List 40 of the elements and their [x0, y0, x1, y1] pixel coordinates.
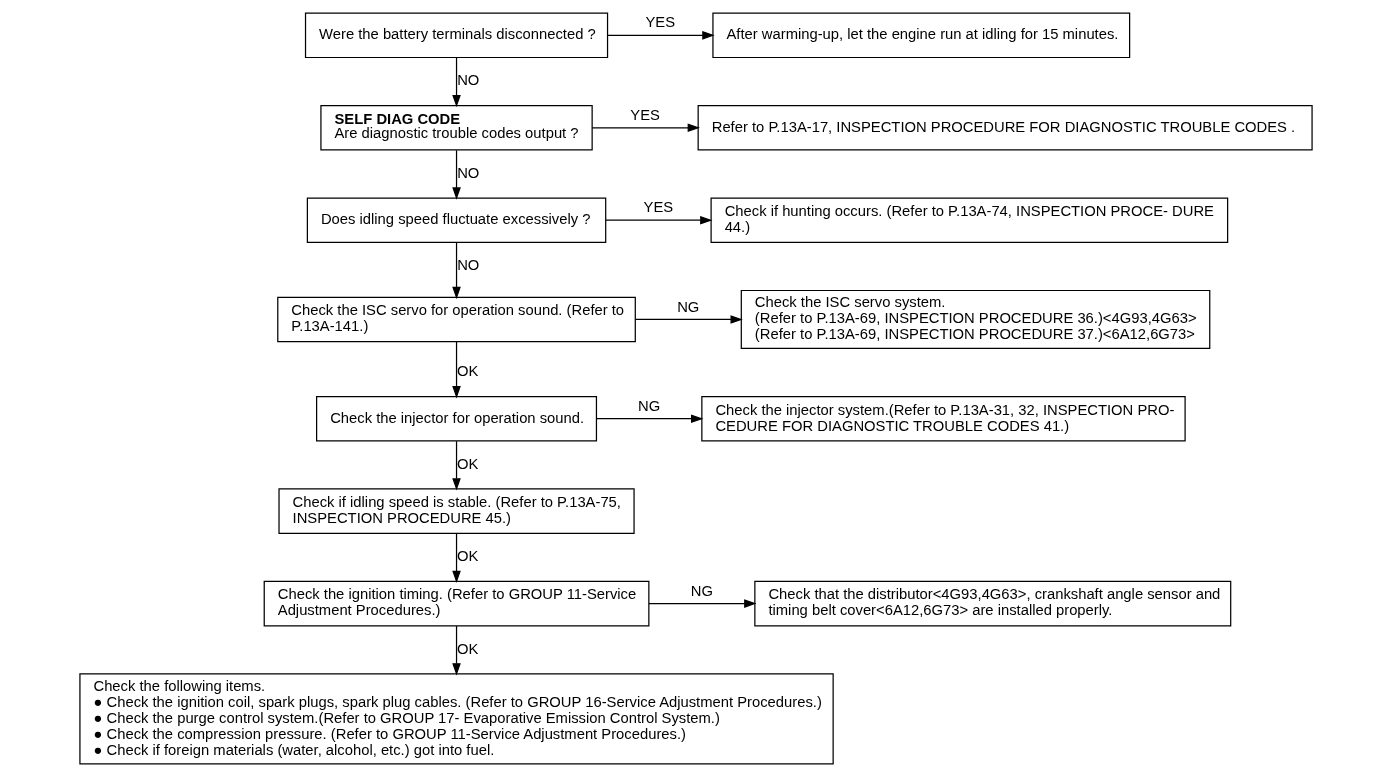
edge-label: OK — [456, 640, 478, 657]
edge-label: OK — [456, 363, 478, 380]
node-box: Does idling speed fluctuate excessively ? — [306, 197, 606, 244]
arrow — [647, 599, 756, 608]
node-box: After warming-up, let the engine run at idling for 15 minutes. — [711, 12, 1130, 59]
arrow — [451, 341, 461, 399]
edge-label: NG — [676, 298, 699, 315]
edge-label: NG — [637, 397, 660, 414]
node-box: Check if hunting occurs. (Refer to P.13A-74, INSPECTION PROCE- DURE 44.) — [710, 197, 1228, 244]
node-box: Check the ignition timing. (Refer to GROUP 11-Service Adjustment Procedures.) — [263, 580, 649, 627]
node-box: Check the ISC servo system. (Refer to P.13A-69, INSPECTION PROCEDURE 36.)<4G93,4G63> (Refer to P.13A-69, INSPECTION PROCEDURE 37.)<6A12,6G73> — [740, 289, 1210, 350]
edge-label: NO — [456, 164, 479, 181]
edge-label: YES — [643, 199, 673, 216]
arrow — [451, 533, 461, 584]
arrow — [451, 57, 461, 108]
edge-label: NG — [690, 582, 713, 599]
arrow — [595, 414, 703, 423]
arrow — [604, 215, 712, 225]
arrow — [451, 149, 461, 200]
node-box: Refer to P.13A-17, INSPECTION PROCEDURE FOR DIAGNOSTIC TROUBLE CODES . — [697, 104, 1313, 151]
node-box: Check if idling speed is stable. (Refer to P.13A-75, INSPECTION PROCEDURE 45.) — [277, 488, 635, 534]
edge-label: OK — [456, 455, 478, 472]
node-box: Check the ISC servo for operation sound. (Refer to P.13A-141.) — [276, 296, 636, 343]
edge-label: NO — [456, 257, 479, 274]
edge-label: NO — [456, 72, 479, 89]
node-box: Check the injector for operation sound. — [315, 395, 597, 442]
node-box: Check the following items. ● Check the ignition coil, spark plugs, spark plug cables. (Refer to GROUP 16-Service Adjustment Procedures.) ● Check the purge control system.(Refer to GROUP 17- Evaporative Emission Control System.) ● Check the compression pressure. (Refer to GROUP 11-Service Adjustment Procedures.) ● Check if foreign materials (water, alcohol, etc.) got into fuel. — [78, 673, 834, 765]
arrow — [591, 123, 700, 133]
arrow — [634, 315, 743, 324]
arrow — [606, 31, 715, 40]
arrow — [451, 241, 461, 300]
node-box: Check that the distributor<4G93,4G63>, crankshaft angle sensor and timing belt cover<6A12,6G73> are installed properly. — [753, 580, 1231, 627]
edge-label: YES — [629, 106, 660, 123]
arrow — [451, 440, 461, 491]
edge-label: OK — [456, 548, 478, 565]
arrow — [451, 625, 461, 676]
node-box: SELF DIAG CODE Are diagnostic trouble codes output ? — [319, 104, 593, 151]
edge-label: YES — [644, 14, 675, 31]
node-box: Check the injector system.(Refer to P.13A-31, 32, INSPECTION PRO- CEDURE FOR DIAGNOSTIC TROUBLE CODES 41.) — [700, 395, 1186, 442]
node-box: Were the battery terminals disconnected ? — [304, 12, 608, 59]
